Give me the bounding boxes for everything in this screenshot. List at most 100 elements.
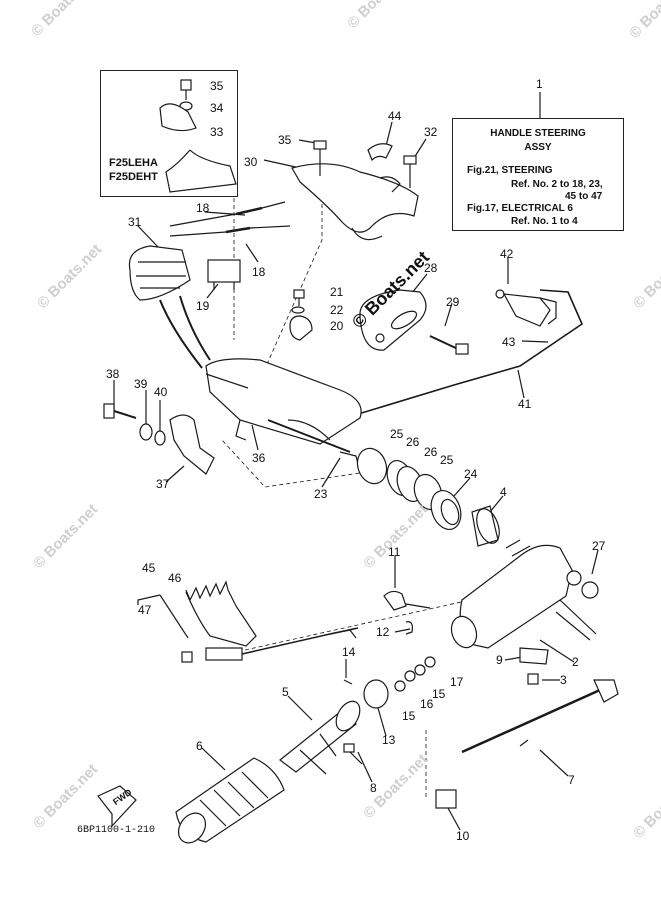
ref-title-line1: HANDLE STEERING <box>490 128 586 139</box>
part-label-45: 45 <box>142 561 156 575</box>
reference-box: HANDLE STEERING ASSY Fig.21, STEERING Re… <box>452 118 624 231</box>
part-11-screw <box>383 590 431 611</box>
part-label-6: 6 <box>196 739 203 753</box>
part-18-cables <box>169 201 291 237</box>
part-label-3: 3 <box>560 673 567 687</box>
part-16-washer <box>404 670 416 682</box>
part-32 <box>403 155 417 188</box>
part-19-switch <box>207 259 241 290</box>
part-31-grip <box>128 245 211 369</box>
part-label-33: 33 <box>210 125 224 139</box>
part-label-28: 28 <box>424 261 438 275</box>
leader-23 <box>321 457 341 488</box>
part-47-cap <box>181 651 193 663</box>
part-3-screw <box>527 673 539 685</box>
part-15-washer-b <box>414 664 426 676</box>
part-label-43: 43 <box>502 335 516 349</box>
part-40-washer <box>154 430 166 446</box>
ref-line-1: Fig.21, STEERING <box>467 165 553 176</box>
part-label-1: 1 <box>536 77 543 91</box>
part-label-19: 19 <box>196 299 210 313</box>
part-38-bolt <box>103 403 137 419</box>
part-label-40: 40 <box>154 385 168 399</box>
leader-31 <box>137 225 159 248</box>
part-label-42: 42 <box>500 247 514 261</box>
part-label-17: 17 <box>450 675 464 689</box>
ref-line-3: 45 to 47 <box>565 191 603 202</box>
leader-35b <box>298 139 317 144</box>
part-46-lanyard <box>185 580 257 647</box>
dash-line-b <box>259 190 323 381</box>
inset-assembly <box>159 79 237 193</box>
part-27-washer <box>581 581 599 599</box>
fwd-arrow <box>97 785 137 828</box>
part-label-15b: 15 <box>402 709 416 723</box>
inset-model-1: F25LEHA <box>109 157 158 169</box>
part-label-14: 14 <box>342 645 356 659</box>
part-label-47: 47 <box>138 603 152 617</box>
leader-41 <box>517 369 525 399</box>
leader-32 <box>413 138 427 159</box>
leader-12 <box>394 628 411 633</box>
part-45-cable <box>205 627 359 661</box>
part-2-bracket <box>450 539 597 649</box>
cable-41 <box>354 289 583 416</box>
part-39-collar <box>139 423 153 441</box>
part-29-bolt <box>429 335 469 355</box>
part-label-12: 12 <box>376 625 390 639</box>
part-label-25b: 25 <box>440 453 454 467</box>
leader-27 <box>591 549 599 575</box>
part-label-22: 22 <box>330 303 344 317</box>
part-17-washer <box>424 656 436 668</box>
ref-line-2: Ref. No. 2 to 18, 23, <box>511 179 603 190</box>
part-label-34: 34 <box>210 101 224 115</box>
part-10-fitting <box>435 789 457 809</box>
leader-6 <box>201 747 226 771</box>
part-label-38: 38 <box>106 367 120 381</box>
part-22-washer <box>291 306 305 314</box>
leader-10 <box>447 807 461 831</box>
part-20-clamp <box>289 315 313 341</box>
part-25-ring-a <box>356 447 388 485</box>
ref-title-line2: ASSY <box>524 142 552 153</box>
part-5-shaft <box>279 700 361 775</box>
part-label-20: 20 <box>330 319 344 333</box>
part-label-44: 44 <box>388 109 402 123</box>
part-label-31: 31 <box>128 215 142 229</box>
part-37-lever <box>169 414 215 475</box>
part-label-39: 39 <box>134 377 148 391</box>
part-8-screw <box>343 743 363 765</box>
leader-13 <box>377 707 387 737</box>
leader-30 <box>263 159 301 169</box>
part-label-26a: 26 <box>406 435 420 449</box>
leader-7 <box>539 749 569 777</box>
bracket-45-47 <box>137 594 161 605</box>
part-label-37: 37 <box>156 477 170 491</box>
part-label-29: 29 <box>446 295 460 309</box>
part-28-bracket <box>359 289 427 351</box>
part-35-upper <box>313 140 327 176</box>
part-label-16: 16 <box>420 697 434 711</box>
part-label-18a: 18 <box>196 201 210 215</box>
part-label-5: 5 <box>282 685 289 699</box>
part-label-32: 32 <box>424 125 438 139</box>
part-21-bolt <box>293 289 305 306</box>
part-label-26b: 26 <box>424 445 438 459</box>
leader-8 <box>357 751 373 783</box>
part-label-9: 9 <box>496 653 503 667</box>
leader-19 <box>206 283 219 299</box>
ref-line-4: Fig.17, ELECTRICAL 6 <box>467 203 573 214</box>
part-15-washer-a <box>394 680 406 692</box>
leader-18b <box>245 243 259 263</box>
leader-43 <box>521 340 549 343</box>
part-label-35a: 35 <box>210 79 224 93</box>
part-label-25a: 25 <box>390 427 404 441</box>
part-label-13: 13 <box>382 733 396 747</box>
part-36-handle-body <box>205 358 362 465</box>
part-label-8: 8 <box>370 781 377 795</box>
inset-model-2: F25DEHT <box>109 171 158 183</box>
part-label-21: 21 <box>330 285 344 299</box>
model-inset-box: F25LEHA F25DEHT <box>100 70 238 197</box>
ref-line-5: Ref. No. 1 to 4 <box>511 216 578 227</box>
